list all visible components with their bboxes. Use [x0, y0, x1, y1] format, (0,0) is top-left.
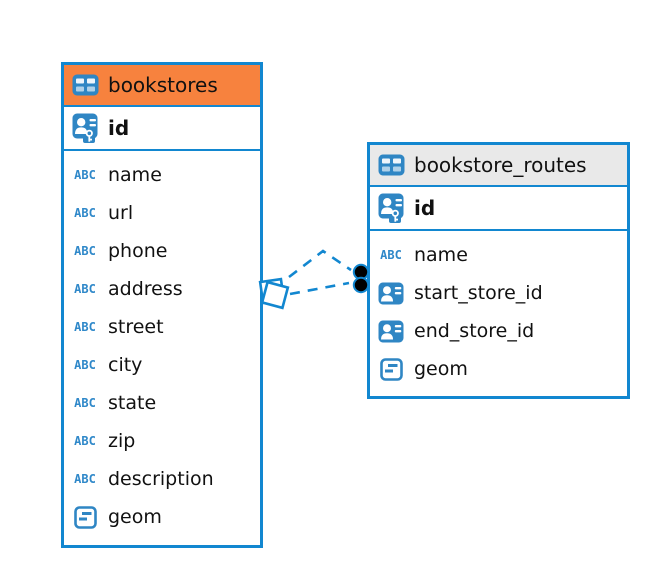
- text-type-glyph: ABC: [380, 247, 402, 263]
- table-icon: [377, 154, 405, 176]
- column-row[interactable]: end_store_id: [370, 312, 627, 350]
- column-row[interactable]: ABC name: [64, 156, 260, 194]
- table-header-bookstores[interactable]: bookstores: [64, 65, 260, 107]
- column-name: name: [414, 244, 468, 266]
- text-type-glyph: ABC: [74, 319, 96, 335]
- text-type-icon: ABC: [71, 167, 99, 183]
- column-row[interactable]: ABC street: [64, 308, 260, 346]
- table-header-bookstore-routes[interactable]: bookstore_routes: [370, 145, 627, 187]
- column-name: state: [108, 392, 157, 414]
- text-type-icon: ABC: [71, 357, 99, 373]
- column-name: geom: [108, 506, 162, 528]
- column-name: description: [108, 468, 214, 490]
- column-row[interactable]: geom: [370, 350, 627, 388]
- column-row[interactable]: start_store_id: [370, 274, 627, 312]
- text-type-icon: ABC: [71, 205, 99, 221]
- text-type-glyph: ABC: [74, 205, 96, 221]
- relationship-marker-double-square[interactable]: [258, 277, 290, 310]
- column-name: url: [108, 202, 134, 224]
- reference-type-icon: [377, 282, 405, 305]
- text-type-icon: ABC: [377, 247, 405, 263]
- column-row[interactable]: ABC state: [64, 384, 260, 422]
- primary-key-icon: [71, 113, 99, 144]
- pk-row-bookstore-routes-id[interactable]: id: [370, 187, 627, 231]
- column-name: city: [108, 354, 143, 376]
- text-type-glyph: ABC: [74, 357, 96, 373]
- column-row[interactable]: ABC name: [370, 236, 627, 274]
- column-name: street: [108, 316, 164, 338]
- relationship-line-end-store[interactable]: [289, 281, 350, 296]
- column-row[interactable]: ABC phone: [64, 232, 260, 270]
- pk-column-name: id: [414, 196, 436, 220]
- column-name: geom: [414, 358, 468, 380]
- relationship-line-start-store[interactable]: [288, 249, 352, 279]
- reference-type-icon: [377, 320, 405, 343]
- column-name: end_store_id: [414, 320, 535, 342]
- text-type-icon: ABC: [71, 319, 99, 335]
- column-row[interactable]: ABC city: [64, 346, 260, 384]
- primary-key-icon: [377, 193, 405, 224]
- text-type-glyph: ABC: [74, 243, 96, 259]
- text-type-icon: ABC: [71, 243, 99, 259]
- entity-table-bookstore-routes[interactable]: bookstore_routes id ABC name start_store_i…: [367, 142, 630, 399]
- column-name: name: [108, 164, 162, 186]
- table-title: bookstore_routes: [414, 153, 587, 177]
- geometry-type-icon: [71, 505, 99, 529]
- column-name: phone: [108, 240, 168, 262]
- pk-row-bookstores-id[interactable]: id: [64, 107, 260, 151]
- column-name: address: [108, 278, 183, 300]
- column-row[interactable]: ABC url: [64, 194, 260, 232]
- geometry-type-icon: [377, 357, 405, 381]
- text-type-icon: ABC: [71, 433, 99, 449]
- text-type-icon: ABC: [71, 281, 99, 297]
- text-type-glyph: ABC: [74, 395, 96, 411]
- column-row[interactable]: ABC zip: [64, 422, 260, 460]
- column-row[interactable]: ABC address: [64, 270, 260, 308]
- table-title: bookstores: [108, 73, 218, 97]
- text-type-glyph: ABC: [74, 471, 96, 487]
- text-type-glyph: ABC: [74, 281, 96, 297]
- column-row[interactable]: geom: [64, 498, 260, 536]
- text-type-icon: ABC: [71, 395, 99, 411]
- relationship-marker-dots[interactable]: [352, 263, 370, 294]
- text-type-glyph: ABC: [74, 167, 96, 183]
- column-name: start_store_id: [414, 282, 543, 304]
- column-name: zip: [108, 430, 136, 452]
- text-type-glyph: ABC: [74, 433, 96, 449]
- table-icon: [71, 74, 99, 96]
- pk-column-name: id: [108, 116, 130, 140]
- text-type-icon: ABC: [71, 471, 99, 487]
- column-row[interactable]: ABC description: [64, 460, 260, 498]
